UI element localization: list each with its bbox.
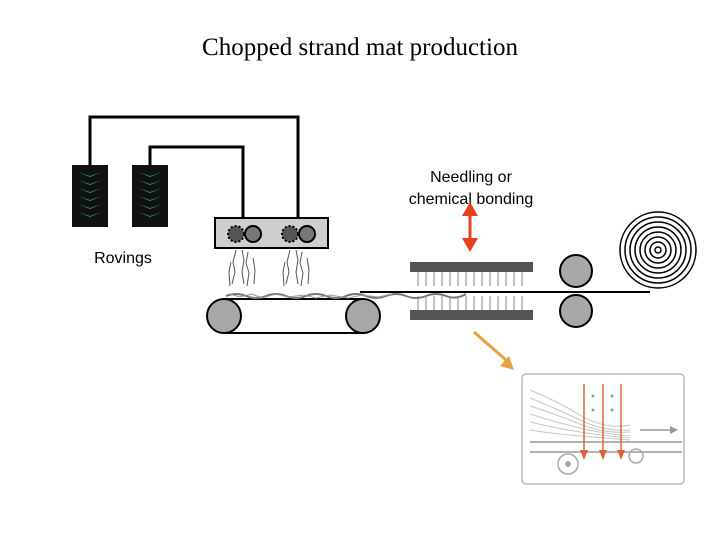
- nip-roller-top: [559, 254, 593, 288]
- feed-line-outer: [88, 115, 300, 228]
- needling-label-line1: Needling or: [430, 169, 512, 186]
- needling-detail-inset: [521, 373, 685, 485]
- diagram-title: Chopped strand mat production: [202, 34, 518, 61]
- falling-strands: [228, 249, 310, 287]
- roving-creel-left: [72, 165, 108, 227]
- chopper-unit: [214, 217, 329, 249]
- feed-line-inner: [148, 145, 245, 228]
- detail-arrow: [473, 330, 514, 370]
- bonding-arrow: [462, 202, 478, 252]
- needling-unit: [410, 262, 533, 320]
- conveyor-roller-left: [206, 298, 242, 334]
- needling-label-line2: chemical bonding: [408, 191, 534, 208]
- nip-roller-bottom: [559, 294, 593, 328]
- conveyor-belt: [206, 298, 381, 334]
- mat-roll: [619, 211, 697, 289]
- rovings-label: Rovings: [94, 250, 152, 267]
- needling-label: Needling or chemical bonding: [380, 167, 562, 211]
- roving-creel-right: [132, 165, 168, 227]
- conveyor-roller-right: [345, 298, 381, 334]
